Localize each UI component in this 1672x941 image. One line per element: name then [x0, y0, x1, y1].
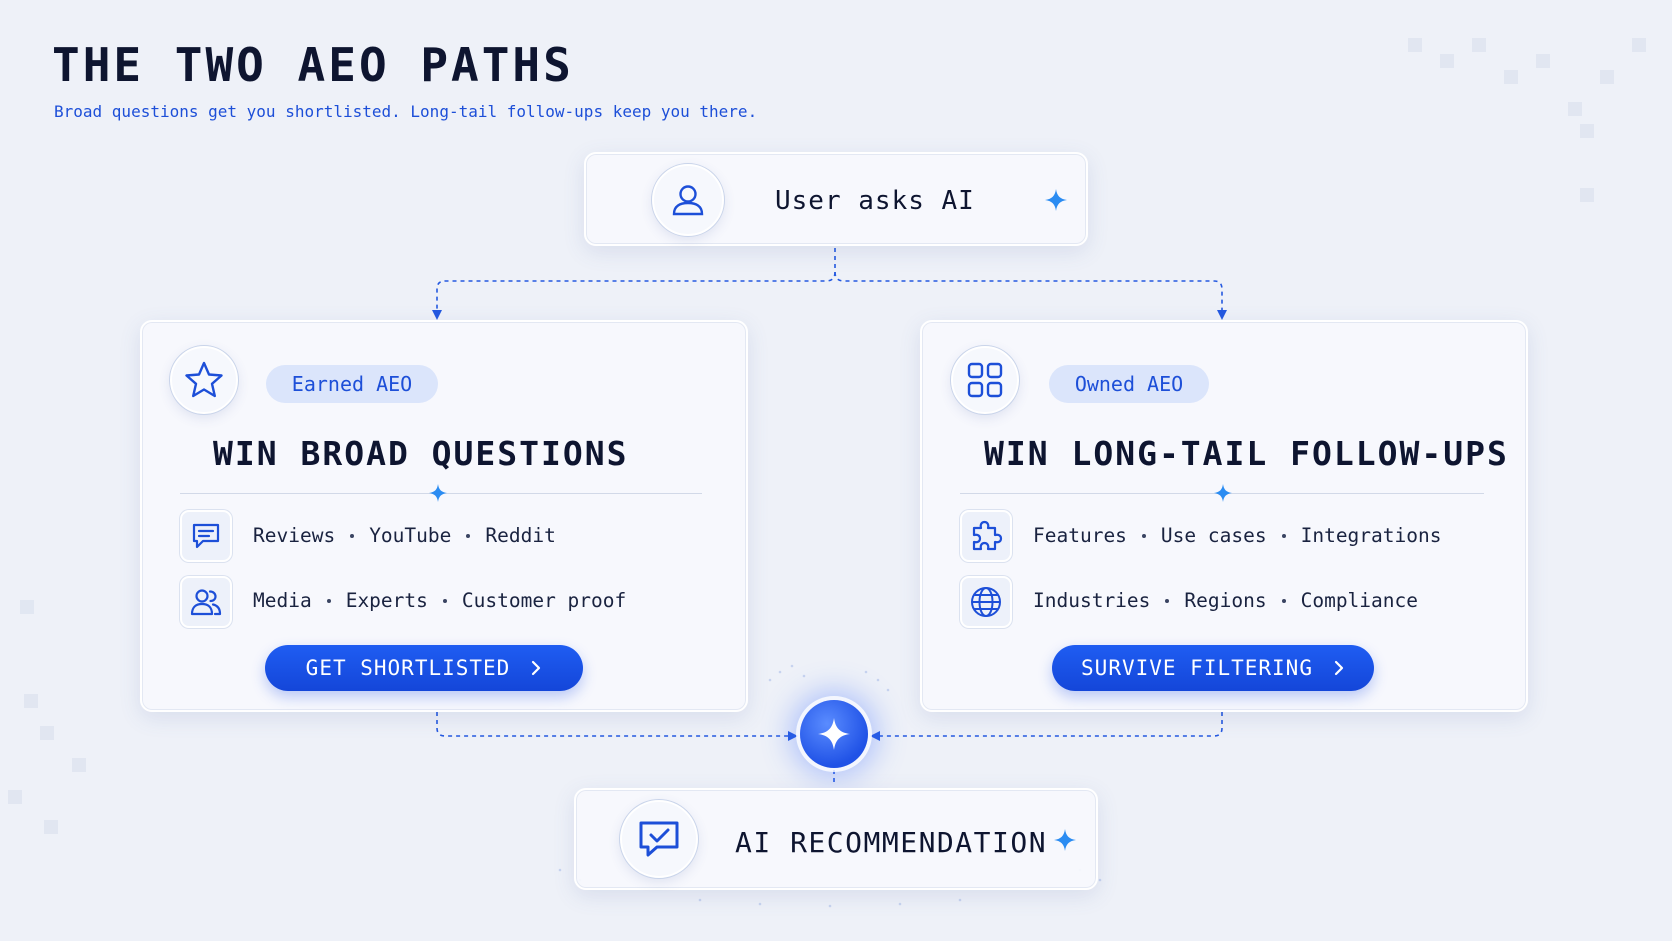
connector-owned-to-hub: [878, 712, 1223, 737]
grid-icon: [951, 346, 1019, 414]
list-item: Experts: [345, 589, 428, 612]
user-asks-ai-label: User asks AI: [775, 186, 975, 216]
owned-row-product: Features Use cases Integrations: [1033, 524, 1441, 547]
puzzle-icon: [960, 510, 1012, 562]
survive-filtering-button[interactable]: SURVIVE FILTERING: [1052, 645, 1374, 691]
connector-to-owned: [834, 271, 1223, 312]
list-item: Media: [253, 589, 312, 612]
ai-recommendation-label: AI RECOMMENDATION: [735, 826, 1048, 859]
chat-icon: [180, 510, 232, 562]
arrow-left-hub: [870, 731, 880, 741]
list-item: Features: [1033, 524, 1127, 547]
connector-earned-to-hub: [436, 712, 790, 737]
chevron-right-icon: [1334, 660, 1344, 676]
divider-sparkle-icon: [1214, 484, 1232, 502]
list-item: Reddit: [485, 524, 556, 547]
user-icon: [652, 164, 724, 236]
arrow-down-owned: [1217, 310, 1227, 320]
hub-sparkle-node: [800, 700, 868, 768]
survive-filtering-label: SURVIVE FILTERING: [1081, 656, 1313, 680]
list-item: Use cases: [1160, 524, 1267, 547]
earned-aeo-heading: WIN BROAD QUESTIONS: [213, 434, 629, 473]
list-item: Integrations: [1300, 524, 1442, 547]
owned-aeo-heading: WIN LONG-TAIL FOLLOW-UPS: [984, 434, 1509, 473]
list-item: Reviews: [253, 524, 336, 547]
arrow-right-hub: [788, 731, 798, 741]
earned-row-sources: Media Experts Customer proof: [253, 589, 626, 612]
list-item: Customer proof: [461, 589, 627, 612]
page-title: THE TWO AEO PATHS: [52, 38, 574, 92]
sparkle-icon: [1054, 829, 1076, 851]
get-shortlisted-button[interactable]: GET SHORTLISTED: [265, 645, 583, 691]
list-item: YouTube: [369, 524, 452, 547]
earned-row-channels: Reviews YouTube Reddit: [253, 524, 556, 547]
sparkle-icon: [1045, 189, 1067, 211]
list-item: Regions: [1184, 589, 1267, 612]
connector-to-earned: [436, 248, 836, 312]
page-subtitle: Broad questions get you shortlisted. Lon…: [54, 102, 758, 121]
star-icon: [170, 346, 238, 414]
users-icon: [180, 576, 232, 628]
sparkle-icon: [818, 718, 850, 750]
chat-check-icon: [620, 800, 698, 878]
list-item: Industries: [1033, 589, 1151, 612]
earned-aeo-badge: Earned AEO: [266, 365, 438, 403]
get-shortlisted-label: GET SHORTLISTED: [305, 656, 511, 680]
list-item: Compliance: [1300, 589, 1418, 612]
arrow-down-earned: [432, 310, 442, 320]
globe-icon: [960, 576, 1012, 628]
owned-aeo-badge: Owned AEO: [1049, 365, 1209, 403]
chevron-right-icon: [532, 660, 541, 676]
divider-sparkle-icon: [429, 484, 447, 502]
owned-row-markets: Industries Regions Compliance: [1033, 589, 1418, 612]
